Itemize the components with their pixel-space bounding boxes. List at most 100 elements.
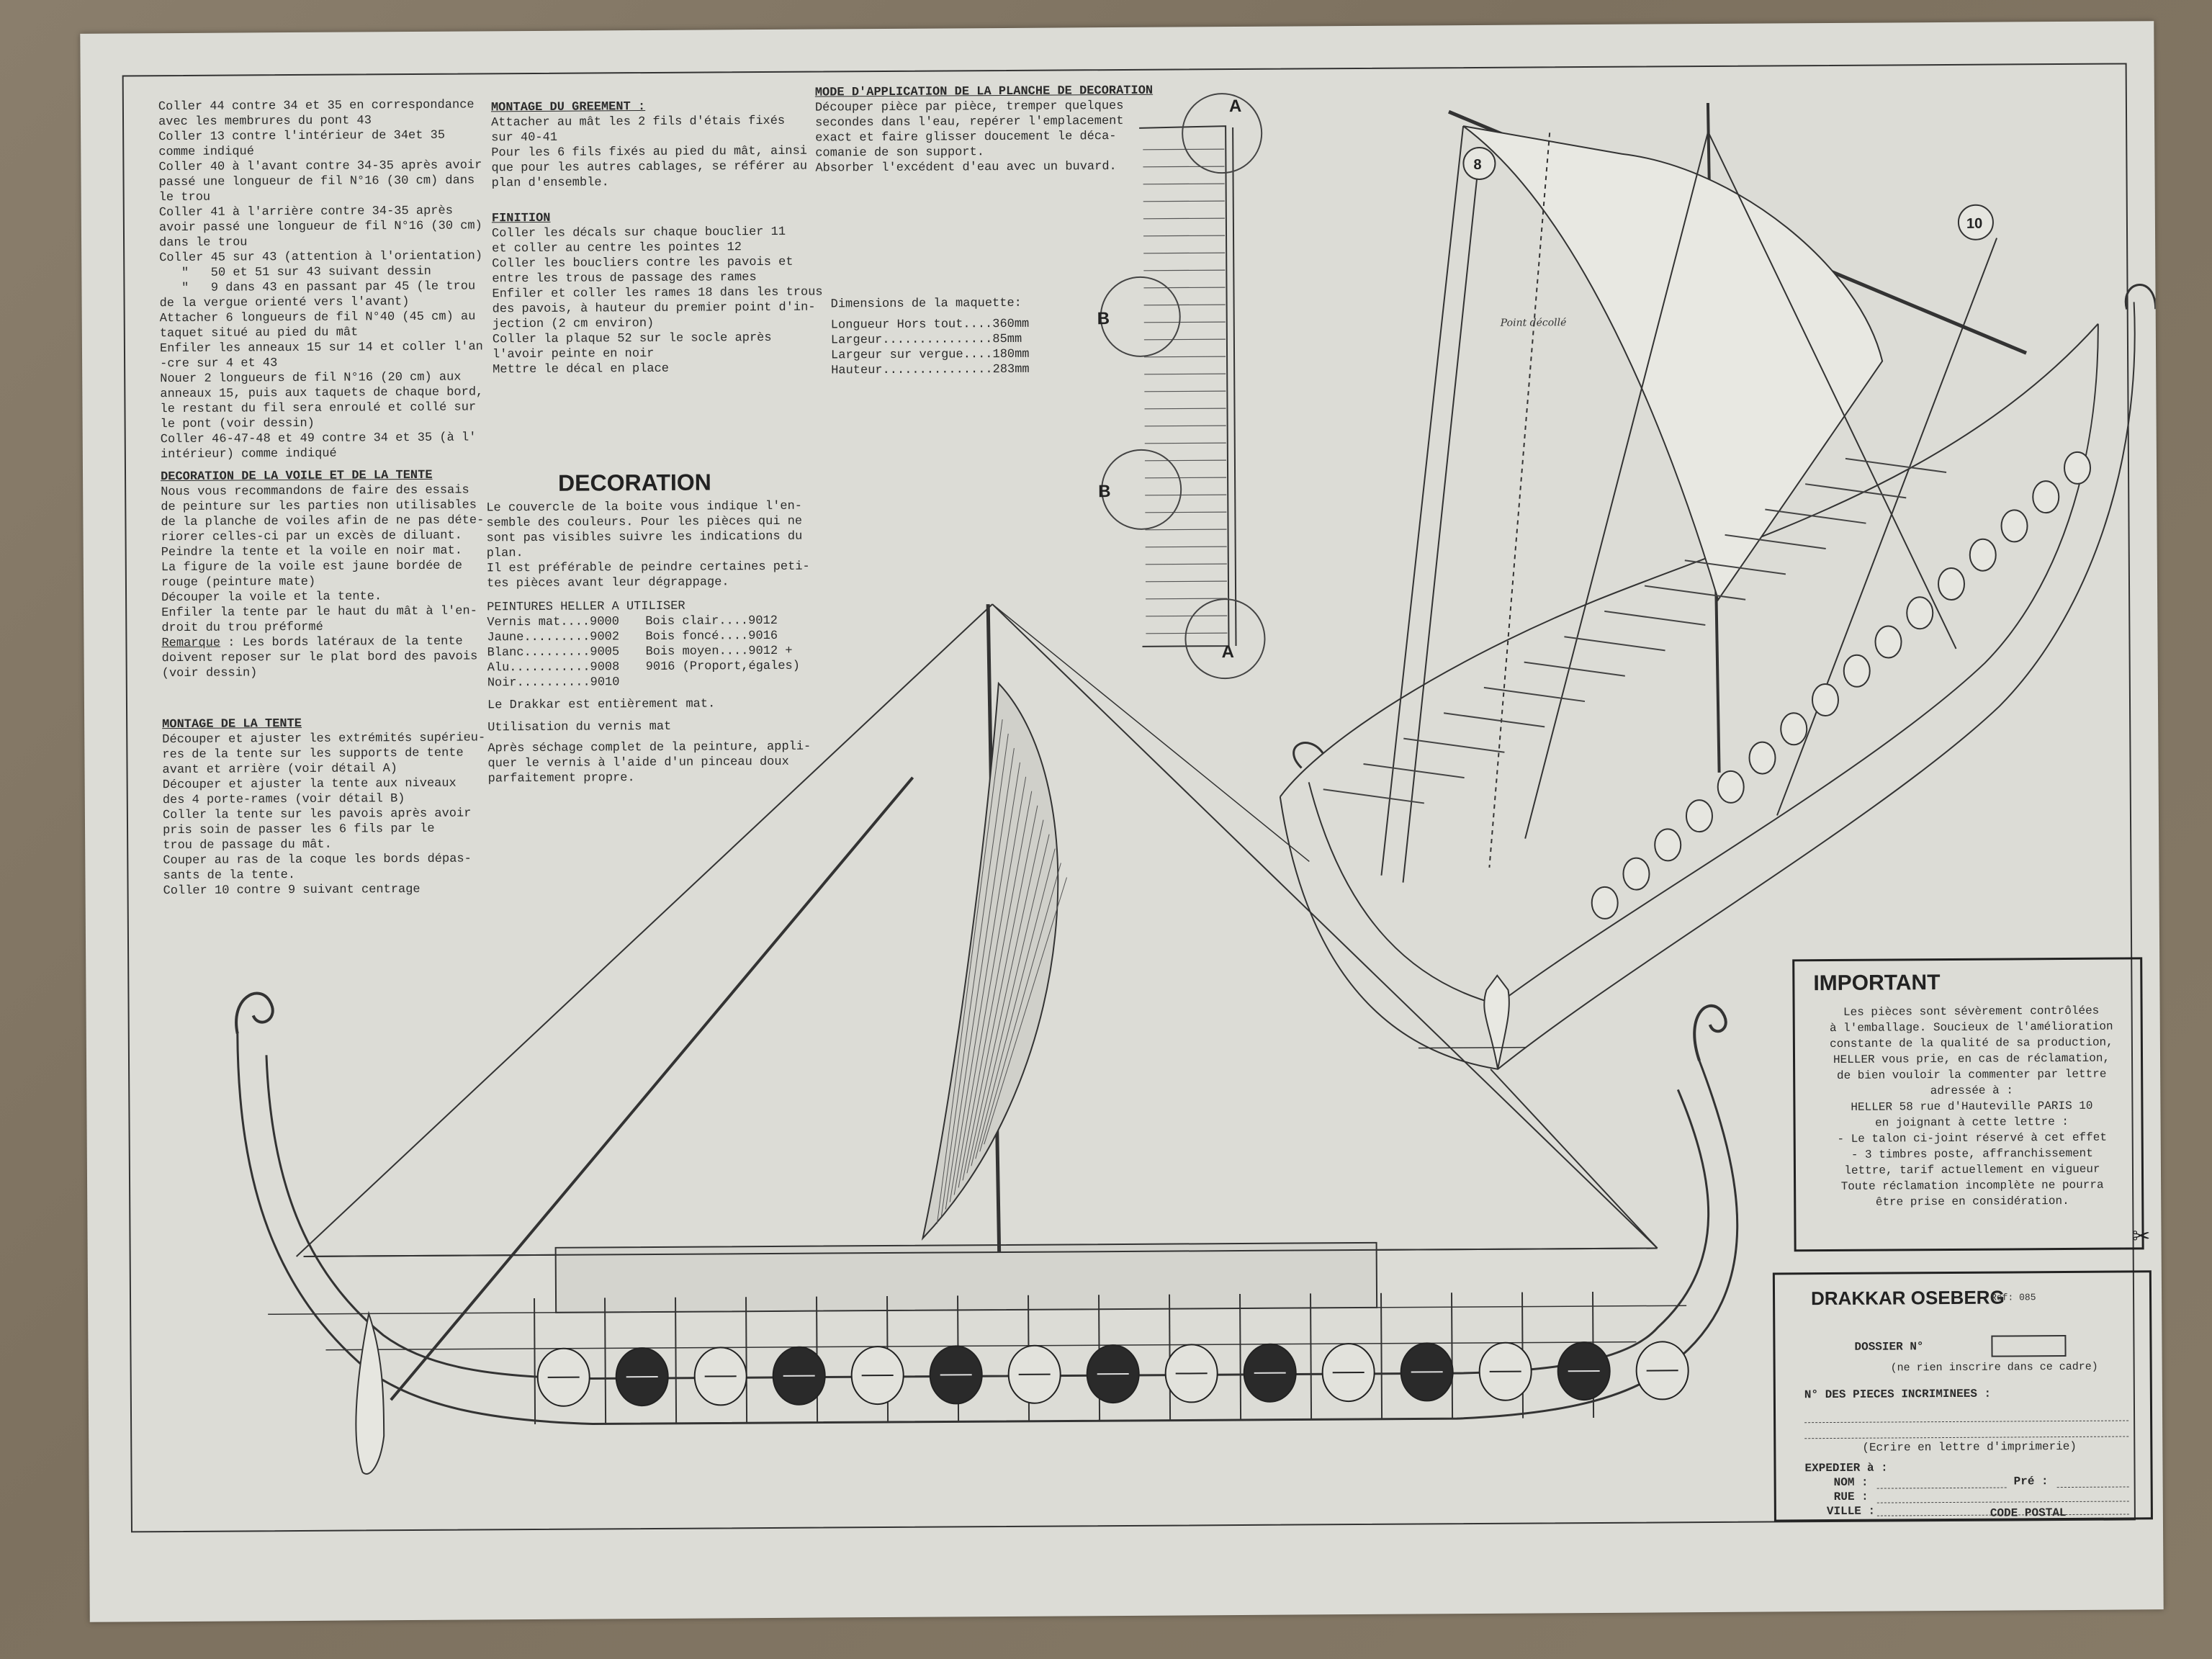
sail-stripe bbox=[949, 762, 1020, 1202]
perspective-oar bbox=[1443, 712, 1545, 728]
perspective-shield bbox=[1622, 857, 1650, 891]
perspective-oar bbox=[1524, 661, 1625, 677]
perspective-shield bbox=[1969, 538, 1997, 572]
sail-stripe bbox=[966, 819, 1044, 1174]
dossier-number-field[interactable] bbox=[1991, 1335, 2067, 1357]
detail-a-label-top: A bbox=[1229, 96, 1242, 116]
important-line-line: à l'emballage. Soucieux de l'amélioratio… bbox=[1829, 1020, 2113, 1035]
perspective-ship-drawing bbox=[1279, 102, 2157, 1070]
pieces-label: N° DES PIECES INCRIMINEES : bbox=[1804, 1387, 1992, 1402]
tent-hatch-line bbox=[1143, 200, 1225, 202]
perspective-shield bbox=[1654, 828, 1682, 862]
tent-hatch-line bbox=[1143, 269, 1226, 271]
perspective-shield bbox=[2000, 509, 2028, 543]
scissors-icon: ✂ bbox=[2132, 1222, 2149, 1254]
perspective-shield bbox=[1938, 567, 1966, 601]
prenom-field[interactable] bbox=[2056, 1485, 2129, 1488]
perspective-shield bbox=[2064, 451, 2092, 485]
perspective-oar bbox=[1765, 508, 1866, 524]
tent-detail-drawing bbox=[1139, 125, 1237, 647]
pieces-line-1[interactable] bbox=[1804, 1419, 2129, 1424]
sail-stripe bbox=[953, 776, 1027, 1195]
perspective-shield bbox=[1811, 683, 1839, 717]
ville-label: VILLE : bbox=[1826, 1504, 1876, 1519]
important-line-line: - 3 timbres poste, affranchissement bbox=[1851, 1146, 2093, 1161]
tent-hatch-line bbox=[1144, 459, 1226, 462]
tent-hatch-line bbox=[1143, 287, 1226, 289]
perspective-shield bbox=[1843, 654, 1871, 688]
callout-10-circle bbox=[1957, 204, 1994, 240]
tent-hatch-line bbox=[1145, 563, 1227, 565]
tent-hatch-line bbox=[1143, 217, 1225, 220]
side-oar bbox=[604, 1298, 607, 1424]
dossier-note: (ne rien inscrire dans ce cadre) bbox=[1890, 1360, 2098, 1375]
detail-b-circle-2 bbox=[1101, 449, 1182, 530]
rue-field[interactable] bbox=[1876, 1500, 2129, 1503]
code-postal-label: CODE POSTAL bbox=[1990, 1506, 2067, 1520]
nom-label: NOM : bbox=[1833, 1475, 1869, 1489]
dossier-label: DOSSIER N° bbox=[1854, 1340, 1924, 1354]
callout-10: 10 bbox=[1966, 216, 1982, 232]
sail-stripe bbox=[962, 805, 1038, 1181]
important-line-line: adressée à : bbox=[1930, 1084, 2013, 1098]
sail-stripe bbox=[936, 719, 1003, 1224]
important-line-line: constante de la qualité de sa production… bbox=[1830, 1035, 2113, 1051]
important-line-line: HELLER 58 rue d'Hauteville PARIS 10 bbox=[1851, 1099, 2093, 1114]
perspective-shield bbox=[1748, 741, 1776, 775]
sail-stripe bbox=[940, 733, 1009, 1217]
perspective-oar bbox=[1644, 585, 1746, 601]
important-line-line: de bien vouloir la commenter par lettre bbox=[1836, 1067, 2107, 1082]
perspective-shield bbox=[2032, 480, 2060, 514]
perspective-shield bbox=[1874, 625, 1902, 659]
tent-hatch-line bbox=[1143, 235, 1226, 237]
tent-hatch-line bbox=[1144, 442, 1226, 444]
side-oar bbox=[745, 1297, 748, 1424]
pieces-line-2[interactable] bbox=[1804, 1435, 2129, 1439]
perspective-oar bbox=[1483, 686, 1586, 703]
sail-stripe bbox=[945, 747, 1015, 1210]
important-line-line: HELLER vous prie, en cas de réclamation, bbox=[1833, 1051, 2110, 1066]
important-line-line: Les pièces sont sévèrement contrôlées bbox=[1843, 1004, 2100, 1019]
perspective-oar bbox=[1725, 534, 1826, 550]
sail-stripe bbox=[971, 834, 1050, 1166]
nom-field[interactable] bbox=[1876, 1486, 2007, 1489]
perspective-shield bbox=[1717, 770, 1745, 804]
sail-stripe bbox=[984, 877, 1067, 1145]
perspective-shield bbox=[1591, 886, 1619, 920]
coupon-title: DRAKKAR OSEBERG bbox=[1810, 1286, 2005, 1310]
perspective-shield bbox=[1906, 596, 1934, 630]
detail-a-label-bottom: A bbox=[1221, 642, 1234, 662]
expedier-label: EXPEDIER à : bbox=[1804, 1461, 1888, 1475]
callout-8-circle bbox=[1462, 146, 1496, 180]
important-notice: IMPORTANT Les pièces sont sévèrement con… bbox=[1792, 957, 2144, 1252]
claim-coupon: DRAKKAR OSEBERG Ref: 085 DOSSIER N° (ne … bbox=[1772, 1270, 2153, 1522]
tent-hatch-line bbox=[1144, 390, 1226, 392]
callout-8: 8 bbox=[1473, 157, 1481, 173]
perspective-oar bbox=[1403, 737, 1505, 753]
tent-hatch-line bbox=[1145, 580, 1227, 583]
instruction-sheet: Coller 44 contre 34 et 35 en corresponda… bbox=[80, 21, 2164, 1622]
drawing-layer: A B B A 8 10 Point décollé bbox=[235, 93, 2157, 1475]
important-line-line: - Le talon ci-joint réservé à cet effet bbox=[1837, 1130, 2107, 1146]
tent-hatch-line bbox=[1143, 148, 1225, 150]
detail-a-top-circle bbox=[1182, 93, 1263, 174]
side-oar bbox=[534, 1298, 536, 1424]
ecrire-note: (Ecrire en lettre d'imprimerie) bbox=[1862, 1439, 2077, 1455]
important-title: IMPORTANT bbox=[1813, 971, 1941, 996]
side-oar bbox=[1380, 1292, 1383, 1419]
perspective-oar bbox=[1805, 483, 1907, 499]
perspective-oar bbox=[1564, 636, 1665, 652]
perspective-oar bbox=[1845, 457, 1947, 473]
side-oar bbox=[675, 1297, 678, 1424]
tent-hatch-line bbox=[1143, 338, 1226, 341]
important-line-line: Toute réclamation incomplète ne pourra bbox=[1840, 1178, 2104, 1193]
perspective-oar bbox=[1604, 610, 1706, 626]
detail-b-label-1: B bbox=[1097, 309, 1110, 328]
perspective-oar bbox=[1363, 763, 1465, 779]
sail-stripe bbox=[979, 863, 1061, 1152]
perspective-shield bbox=[1685, 799, 1713, 833]
tent-hatch-line bbox=[1144, 408, 1226, 410]
tent-hatch-line bbox=[1145, 529, 1227, 531]
sail-stripe bbox=[975, 848, 1056, 1159]
